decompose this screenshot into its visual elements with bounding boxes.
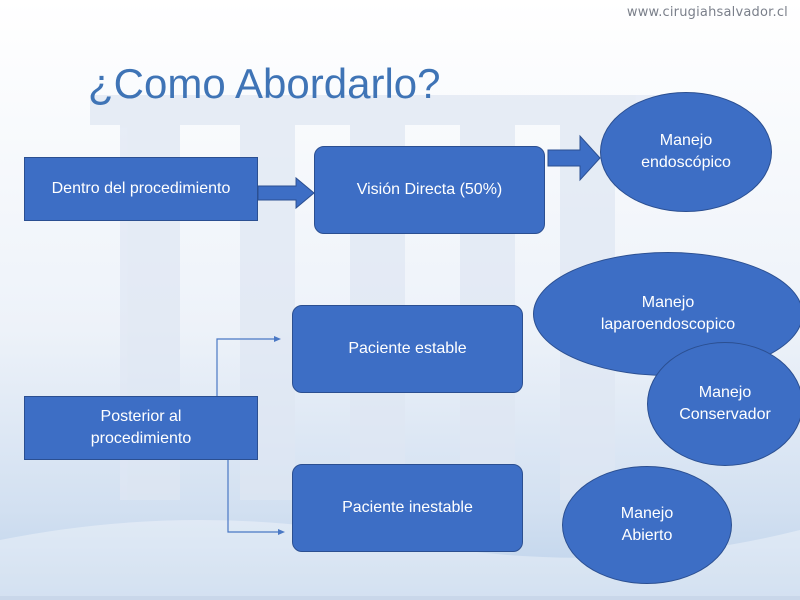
node-manejo-conservador: Manejo Conservador xyxy=(647,342,800,466)
node-label: Posterior al procedimiento xyxy=(90,408,192,447)
bottom-strip xyxy=(0,596,800,600)
node-dentro-del-procedimiento: Dentro del procedimiento xyxy=(24,157,258,221)
node-vision-directa: Visión Directa (50%) xyxy=(314,146,545,234)
node-label: Manejo Abierto xyxy=(620,505,674,544)
node-posterior-al-procedimiento: Posterior al procedimiento xyxy=(24,396,258,460)
node-label: Dentro del procedimiento xyxy=(51,180,231,197)
node-label: Paciente estable xyxy=(348,340,467,357)
node-label: Manejo laparoendoscopico xyxy=(600,294,736,333)
node-paciente-estable: Paciente estable xyxy=(292,305,523,393)
node-label: Visión Directa (50%) xyxy=(356,181,503,198)
node-paciente-inestable: Paciente inestable xyxy=(292,464,523,552)
node-manejo-abierto: Manejo Abierto xyxy=(562,466,732,584)
node-label: Manejo Conservador xyxy=(679,384,771,423)
node-manejo-endoscopico: Manejo endoscópico xyxy=(600,92,772,212)
node-label: Paciente inestable xyxy=(342,499,473,516)
website-url: www.cirugiahsalvador.cl xyxy=(626,5,788,20)
node-label: Manejo endoscópico xyxy=(641,132,731,171)
slide-title: ¿Como Abordarlo? xyxy=(88,60,441,107)
